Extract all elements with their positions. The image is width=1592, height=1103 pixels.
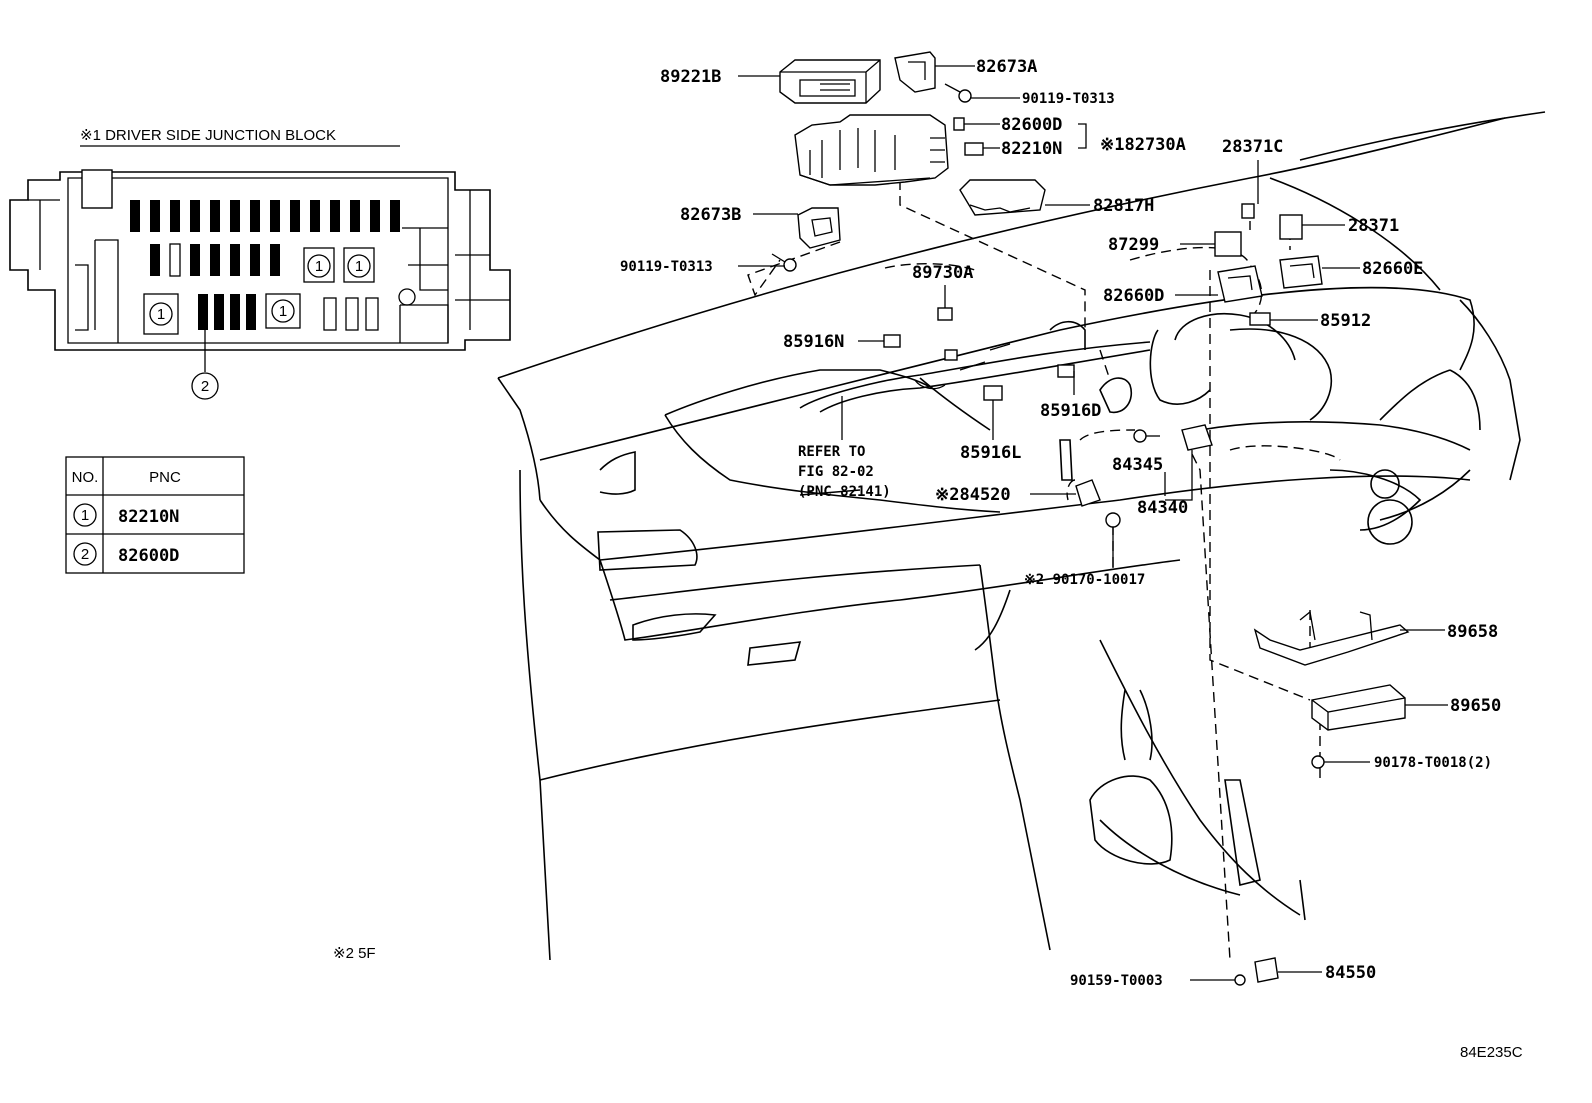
- svg-text:1: 1: [157, 306, 165, 323]
- label-90119-T0313-left: 90119-T0313: [620, 259, 713, 275]
- label-89658: 89658: [1447, 622, 1498, 642]
- label-82660E: 82660E: [1362, 259, 1423, 279]
- label-90119-T0313-top: 90119-T0313: [1022, 91, 1115, 107]
- part-84520-switch: [1075, 479, 1101, 507]
- label-82817H: 82817H: [1093, 196, 1154, 216]
- instrument-panel-outline: [497, 111, 1546, 961]
- table-header-no: NO.: [72, 469, 99, 486]
- label-82660D: 82660D: [1103, 286, 1164, 306]
- part-90170-10017-nut: [1105, 512, 1121, 528]
- label-85916N: 85916N: [783, 332, 844, 352]
- label-89221B: 89221B: [660, 67, 721, 87]
- label-89650: 89650: [1450, 696, 1501, 716]
- relay-socket-d: 1: [265, 293, 301, 329]
- table-header-pnc: PNC: [149, 469, 181, 486]
- part-82660D-holder: [1217, 265, 1263, 303]
- relay-socket-a: 1: [303, 247, 335, 283]
- label-85916L: 85916L: [960, 443, 1021, 463]
- part-28371-relay: [1279, 214, 1303, 240]
- label-89730A: 89730A: [912, 263, 973, 283]
- table-row-pnc: 82210N: [118, 507, 179, 527]
- part-82660E-holder: [1279, 255, 1323, 289]
- part-89221B-ecu: [779, 59, 881, 104]
- relay-socket-b: 1: [343, 247, 375, 283]
- label-refer-line-3: (PNC 82141): [798, 484, 891, 500]
- label-84345: 84345: [1112, 455, 1163, 475]
- part-90119-bolt-top: [944, 83, 972, 103]
- label-82673A: 82673A: [976, 57, 1037, 77]
- label-90159-T0003: 90159-T0003: [1070, 973, 1163, 989]
- part-87299-relay: [1214, 231, 1242, 257]
- part-82817H-cover: [959, 179, 1046, 216]
- marker-2-circle: [191, 372, 219, 400]
- fuse-row-1: [130, 200, 400, 232]
- part-90159-T0003-screw: [1234, 974, 1246, 986]
- junction-block-inset: ※1 DRIVER SIDE JUNCTION BLOCK: [9, 127, 511, 400]
- label-90170-10017: ※2 90170-10017: [1024, 572, 1145, 588]
- svg-text:1: 1: [315, 258, 323, 275]
- label-82730A: ※182730A: [1100, 135, 1186, 155]
- part-84340-switch: [1181, 424, 1213, 451]
- part-82730A-junction-block: [794, 114, 949, 186]
- fuse-row-2: [150, 243, 280, 277]
- label-28371: 28371: [1348, 216, 1399, 236]
- junction-block-drawing: 1 1 1 1: [9, 169, 511, 400]
- part-90119-bolt-left: [771, 253, 797, 272]
- part-90178-bolt: [1311, 755, 1325, 769]
- label-refer-line-2: FIG 82-02: [798, 464, 874, 480]
- pnc-table: NO. PNC 1 82210N 2 82600D: [65, 456, 245, 574]
- part-82673A-bracket: [894, 51, 936, 93]
- label-82673B: 82673B: [680, 205, 741, 225]
- svg-text:1: 1: [279, 303, 287, 320]
- part-labels: 89221B 82673A 90119-T0313 82600D 82210N …: [620, 57, 1501, 989]
- part-84345-clip: [1133, 429, 1147, 443]
- part-89650-module: [1311, 684, 1406, 731]
- footnote: ※2 5F: [333, 945, 376, 962]
- table-row-no: 2: [81, 546, 89, 563]
- label-85916D: 85916D: [1040, 401, 1101, 421]
- svg-text:1: 1: [355, 258, 363, 275]
- label-84520: ※284520: [935, 485, 1011, 505]
- leader-lines: [738, 65, 1448, 981]
- part-82673B-bracket: [797, 207, 841, 249]
- marker-2-label: 2: [201, 378, 209, 395]
- label-90178-T0018: 90178-T0018(2): [1374, 755, 1492, 771]
- relay-socket-c: 1: [143, 293, 179, 335]
- label-28371C: 28371C: [1222, 137, 1283, 157]
- label-84550: 84550: [1325, 963, 1376, 983]
- table-row-pnc: 82600D: [118, 546, 179, 566]
- label-87299: 87299: [1108, 235, 1159, 255]
- table-row-no: 1: [81, 507, 89, 524]
- part-82210N-relay: [964, 142, 984, 156]
- part-89658-bracket: [1253, 610, 1410, 666]
- figure-code: 84E235C: [1460, 1044, 1523, 1061]
- label-82210N: 82210N: [1001, 139, 1062, 159]
- part-85912-connector: [1249, 312, 1271, 326]
- wire-harness: [799, 307, 1151, 431]
- label-85912: 85912: [1320, 311, 1371, 331]
- label-82600D: 82600D: [1001, 115, 1062, 135]
- part-82600D-fuse: [953, 117, 965, 131]
- part-84550-switch: [1254, 957, 1279, 983]
- fuse-row-3: [198, 294, 379, 331]
- label-84340: 84340: [1137, 498, 1188, 518]
- part-28371C-relay: [1241, 203, 1255, 219]
- junction-block-title: ※1 DRIVER SIDE JUNCTION BLOCK: [80, 127, 336, 144]
- label-refer-line-1: REFER TO: [798, 444, 865, 460]
